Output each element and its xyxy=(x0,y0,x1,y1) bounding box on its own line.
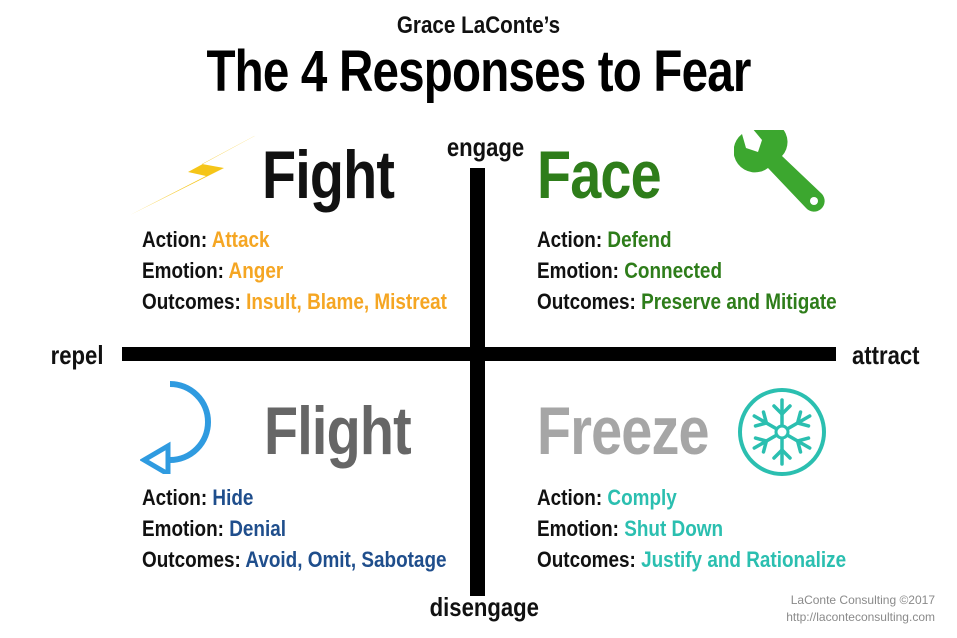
emotion-row: Emotion: Shut Down xyxy=(537,513,846,544)
action-row: Action: Hide xyxy=(142,482,447,513)
emotion-key: Emotion: xyxy=(537,516,619,541)
axis-label-repel: repel xyxy=(50,340,104,370)
outcomes-row: Outcomes: Avoid, Omit, Sabotage xyxy=(142,544,447,575)
lightning-bolt-icon xyxy=(128,132,262,216)
vertical-axis xyxy=(470,168,485,596)
quadrant-info-fight: Action: Attack Emotion: Anger Outcomes: … xyxy=(142,224,447,317)
emotion-row: Emotion: Denial xyxy=(142,513,447,544)
action-value: Attack xyxy=(211,227,270,252)
page-title: The 4 Responses to Fear xyxy=(206,39,751,104)
action-row: Action: Comply xyxy=(537,482,846,513)
action-key: Action: xyxy=(537,227,603,252)
quadrant-title-flight: Flight xyxy=(264,393,412,469)
footer-copyright: LaConte Consulting ©2017 xyxy=(790,593,935,607)
footer-url: http://laconteconsulting.com xyxy=(786,610,935,624)
quadrant-title-freeze: Freeze xyxy=(537,393,710,469)
axis-label-engage: engage xyxy=(446,132,525,162)
outcomes-value: Justify and Rationalize xyxy=(641,547,847,572)
action-value: Comply xyxy=(607,485,677,510)
action-key: Action: xyxy=(142,485,208,510)
wrench-icon xyxy=(733,121,830,222)
emotion-value: Shut Down xyxy=(624,516,724,541)
outcomes-key: Outcomes: xyxy=(142,289,241,314)
action-value: Defend xyxy=(607,227,672,252)
outcomes-key: Outcomes: xyxy=(537,289,636,314)
axis-label-disengage: disengage xyxy=(429,592,539,622)
horizontal-axis xyxy=(122,347,836,361)
emotion-row: Emotion: Connected xyxy=(537,255,837,286)
emotion-key: Emotion: xyxy=(537,258,619,283)
emotion-value: Denial xyxy=(229,516,287,541)
quadrant-info-flight: Action: Hide Emotion: Denial Outcomes: A… xyxy=(142,482,447,575)
action-key: Action: xyxy=(142,227,208,252)
action-key: Action: xyxy=(537,485,603,510)
outcomes-value: Insult, Blame, Mistreat xyxy=(246,289,447,314)
snowflake-icon xyxy=(736,386,828,478)
outcomes-row: Outcomes: Preserve and Mitigate xyxy=(537,286,837,317)
axis-label-attract: attract xyxy=(851,340,920,370)
emotion-row: Emotion: Anger xyxy=(142,255,447,286)
u-turn-arrow-icon xyxy=(139,378,224,479)
emotion-key: Emotion: xyxy=(142,516,224,541)
outcomes-row: Outcomes: Insult, Blame, Mistreat xyxy=(142,286,447,317)
action-value: Hide xyxy=(212,485,254,510)
outcomes-row: Outcomes: Justify and Rationalize xyxy=(537,544,846,575)
outcomes-value: Avoid, Omit, Sabotage xyxy=(245,547,447,572)
quadrant-info-face: Action: Defend Emotion: Connected Outcom… xyxy=(537,224,837,317)
emotion-value: Connected xyxy=(624,258,723,283)
subtitle: Grace LaConte’s xyxy=(396,12,561,39)
outcomes-value: Preserve and Mitigate xyxy=(641,289,837,314)
outcomes-key: Outcomes: xyxy=(142,547,241,572)
quadrant-title-fight: Fight xyxy=(262,137,395,213)
quadrant-info-freeze: Action: Comply Emotion: Shut Down Outcom… xyxy=(537,482,846,575)
action-row: Action: Defend xyxy=(537,224,837,255)
quadrant-title-face: Face xyxy=(537,137,662,213)
action-row: Action: Attack xyxy=(142,224,447,255)
emotion-key: Emotion: xyxy=(142,258,224,283)
outcomes-key: Outcomes: xyxy=(537,547,636,572)
emotion-value: Anger xyxy=(228,258,284,283)
